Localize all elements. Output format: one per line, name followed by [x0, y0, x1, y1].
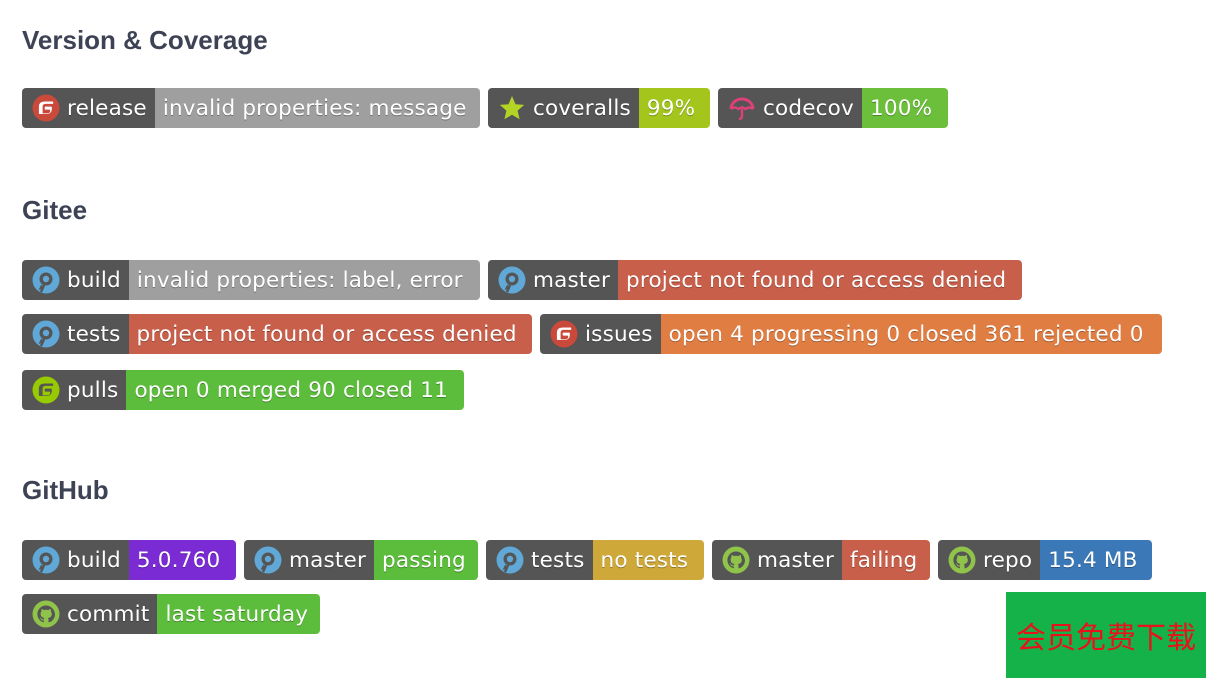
- badge-label: commit: [67, 601, 150, 627]
- badge-label: coveralls: [533, 95, 631, 121]
- badge-message: 15.4 MB: [1040, 540, 1152, 580]
- appveyor-icon: [32, 546, 60, 574]
- github-icon: [722, 546, 750, 574]
- github-repo-size-badge[interactable]: repo 15.4 MB: [938, 540, 1152, 580]
- appveyor-icon: [32, 266, 60, 294]
- badge-label: tests: [531, 547, 585, 573]
- gitee-master-badge[interactable]: master project not found or access denie…: [488, 260, 1022, 300]
- gitee-tests-badge[interactable]: tests project not found or access denied: [22, 314, 532, 354]
- star-icon: [498, 94, 526, 122]
- gitee-pulls-badge[interactable]: pulls open 0 merged 90 closed 11: [22, 370, 464, 410]
- badge-label: master: [533, 267, 611, 293]
- badge-label: codecov: [763, 95, 854, 121]
- github-build-badge[interactable]: build 5.0.760: [22, 540, 236, 580]
- github-master-status-badge[interactable]: master failing: [712, 540, 930, 580]
- badge-label-part: tests: [22, 314, 129, 354]
- member-download-banner[interactable]: 会员免费下载: [1006, 592, 1206, 678]
- badge-label: release: [67, 95, 147, 121]
- coveralls-badge[interactable]: coveralls 99%: [488, 88, 710, 128]
- gitee-icon: [32, 376, 60, 404]
- badge-label-part: coveralls: [488, 88, 639, 128]
- badge-label: repo: [983, 547, 1033, 573]
- badge-label-part: tests: [486, 540, 593, 580]
- badge-message: open 0 merged 90 closed 11: [126, 370, 464, 410]
- gitee-icon: [550, 320, 578, 348]
- gitee-issues-badge[interactable]: issues open 4 progressing 0 closed 361 r…: [540, 314, 1162, 354]
- section-title-github: GitHub: [22, 475, 109, 505]
- badge-message: invalid properties: label, error: [128, 260, 480, 300]
- appveyor-icon: [496, 546, 524, 574]
- github-master-badge[interactable]: master passing: [244, 540, 478, 580]
- badge-label: master: [757, 547, 835, 573]
- badge-label-part: build: [22, 540, 129, 580]
- badge-label: tests: [67, 321, 121, 347]
- badge-label-part: pulls: [22, 370, 127, 410]
- badge-label-part: master: [712, 540, 843, 580]
- section-title-gitee: Gitee: [22, 195, 88, 225]
- badge-label-part: codecov: [718, 88, 862, 128]
- badge-message: open 4 progressing 0 closed 361 rejected…: [660, 314, 1162, 354]
- codecov-badge[interactable]: codecov 100%: [718, 88, 948, 128]
- badge-message: project not found or access denied: [128, 314, 532, 354]
- badge-message: project not found or access denied: [618, 260, 1022, 300]
- badge-message: 99%: [638, 88, 710, 128]
- badge-label: pulls: [67, 377, 119, 403]
- section-title-version-coverage: Version & Coverage: [22, 25, 268, 55]
- badge-label: master: [289, 547, 367, 573]
- badge-label-part: master: [488, 260, 619, 300]
- badge-message: 100%: [861, 88, 948, 128]
- release-badge[interactable]: release invalid properties: message: [22, 88, 480, 128]
- github-tests-badge[interactable]: tests no tests: [486, 540, 704, 580]
- gitee-build-badge[interactable]: build invalid properties: label, error: [22, 260, 480, 300]
- badge-message: passing: [374, 540, 478, 580]
- badge-label-part: build: [22, 260, 129, 300]
- badge-label-part: issues: [540, 314, 661, 354]
- github-icon: [948, 546, 976, 574]
- appveyor-icon: [498, 266, 526, 294]
- github-icon: [32, 600, 60, 628]
- appveyor-icon: [32, 320, 60, 348]
- badge-label-part: commit: [22, 594, 158, 634]
- badge-label: issues: [585, 321, 653, 347]
- badge-label-part: repo: [938, 540, 1041, 580]
- badge-message: no tests: [592, 540, 704, 580]
- gitee-icon: [32, 94, 60, 122]
- badge-label-part: release: [22, 88, 155, 128]
- badge-message: last saturday: [157, 594, 320, 634]
- badge-label: build: [67, 547, 121, 573]
- github-last-commit-badge[interactable]: commit last saturday: [22, 594, 320, 634]
- badge-message: invalid properties: message: [154, 88, 480, 128]
- appveyor-icon: [254, 546, 282, 574]
- badge-message: 5.0.760: [128, 540, 236, 580]
- badge-label-part: master: [244, 540, 375, 580]
- badge-message: failing: [842, 540, 930, 580]
- codecov-umbrella-icon: [728, 94, 756, 122]
- badge-label: build: [67, 267, 121, 293]
